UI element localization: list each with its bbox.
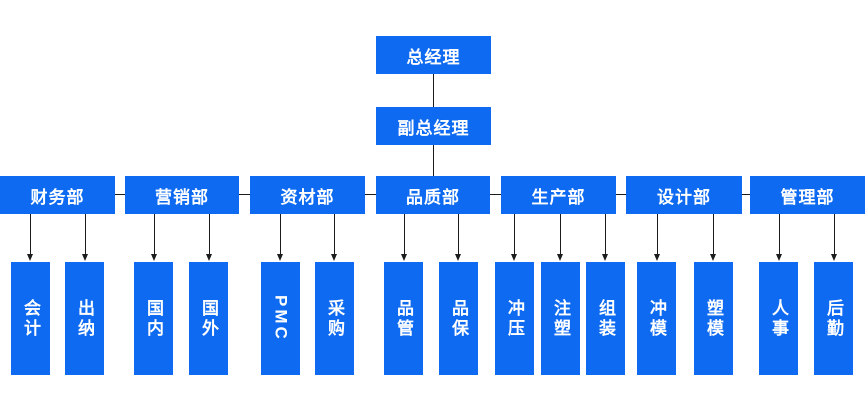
connector-arrow <box>401 214 407 261</box>
connector-arrow <box>710 214 716 261</box>
dept-box-management: 管理部 <box>750 176 865 214</box>
connector-arrow <box>331 214 337 261</box>
connector-arrow <box>602 214 608 261</box>
sub-box-hr: 人事 <box>759 262 798 375</box>
connector-dept-gap-3 <box>365 194 376 195</box>
connector-arrow <box>277 214 283 261</box>
connector-arrow <box>27 214 33 261</box>
connector-arrow <box>455 214 461 261</box>
sub-box-assembly: 组装 <box>586 262 625 375</box>
sub-box-plastic-mold: 塑模 <box>694 262 733 375</box>
dept-box-marketing: 营销部 <box>125 176 239 214</box>
dept-box-design: 设计部 <box>626 176 742 214</box>
sub-box-overseas: 国外 <box>189 262 228 375</box>
connector-dept-gap-1 <box>115 194 125 195</box>
sub-box-pmc: PMC <box>261 262 300 375</box>
connector-arrow <box>654 214 660 261</box>
sub-box-quality-control: 品管 <box>384 262 423 375</box>
connector-dept-gap-5 <box>616 194 626 195</box>
connector-arrow <box>776 214 782 261</box>
dept-box-finance: 财务部 <box>0 176 115 214</box>
sub-box-stamping: 冲压 <box>495 262 534 375</box>
connector-root-deputy <box>433 74 434 107</box>
org-box-general-manager: 总经理 <box>376 36 491 74</box>
sub-box-stamping-die: 冲模 <box>637 262 676 375</box>
dept-box-production: 生产部 <box>501 176 616 214</box>
connector-arrow <box>151 214 157 261</box>
connector-deputy-depts <box>433 145 434 176</box>
connector-arrow <box>206 214 212 261</box>
sub-box-logistics: 后勤 <box>814 262 853 375</box>
sub-box-domestic: 国内 <box>134 262 173 375</box>
sub-box-quality-assurance: 品保 <box>439 262 478 375</box>
connector-arrow <box>557 214 563 261</box>
connector-arrow <box>82 214 88 261</box>
connector-arrow <box>511 214 517 261</box>
sub-box-accounting: 会计 <box>11 262 50 375</box>
sub-box-cashier: 出纳 <box>65 262 104 375</box>
sub-box-injection: 注塑 <box>541 262 580 375</box>
connector-dept-gap-2 <box>239 194 250 195</box>
connector-dept-gap-6 <box>742 194 750 195</box>
dept-box-quality: 品质部 <box>376 176 490 214</box>
connector-arrow <box>831 214 837 261</box>
connector-dept-gap-4 <box>490 194 501 195</box>
dept-box-materials: 资材部 <box>250 176 365 214</box>
sub-box-purchasing: 采购 <box>315 262 354 375</box>
org-box-deputy-general-manager: 副总经理 <box>376 107 491 145</box>
